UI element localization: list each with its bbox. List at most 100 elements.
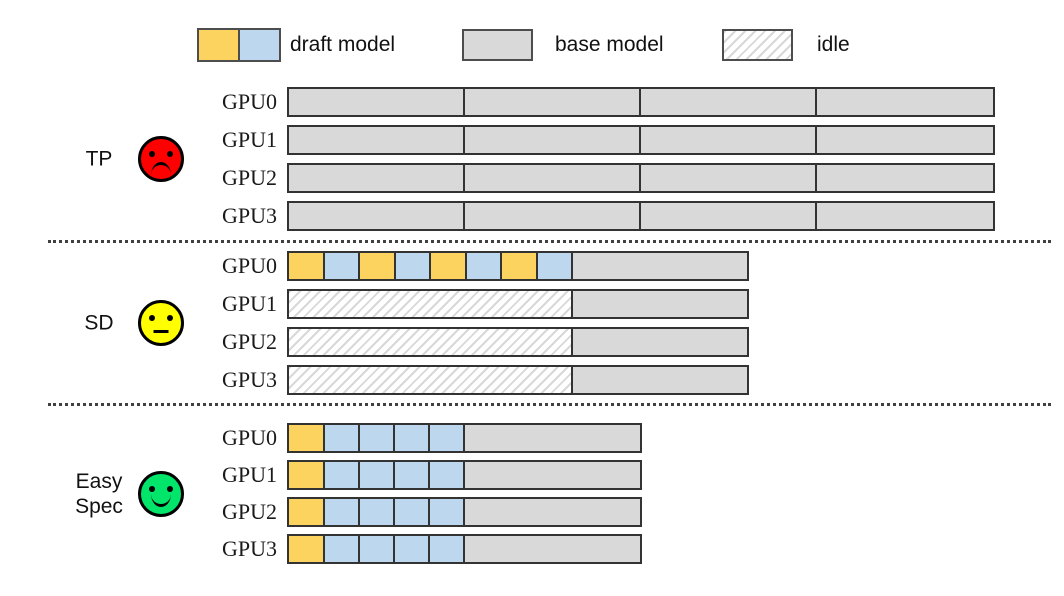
segment-blue — [325, 253, 360, 279]
timeline-bar — [287, 201, 995, 231]
segment-base — [289, 89, 465, 115]
gpu-label: GPU1 — [221, 462, 277, 487]
segment-base — [573, 329, 747, 355]
segment-yellow — [289, 462, 325, 488]
segment-base — [641, 165, 817, 191]
gpu-label: GPU2 — [221, 499, 277, 524]
segment-blue — [538, 253, 573, 279]
segment-base — [573, 291, 747, 317]
segment-base — [817, 203, 993, 229]
draft-blue-swatch-half — [240, 30, 279, 60]
segment-base — [465, 462, 640, 488]
gpu-label: GPU2 — [221, 165, 277, 190]
segment-idle — [289, 291, 573, 317]
eye-icon — [149, 151, 155, 157]
segment-base — [465, 425, 640, 451]
gpu-label: GPU0 — [221, 253, 277, 278]
segment-blue — [325, 425, 360, 451]
segment-blue — [430, 425, 465, 451]
segment-yellow — [360, 253, 396, 279]
legend-label-draft-model: draft model — [290, 33, 396, 56]
eye-icon — [167, 151, 173, 157]
draft-model-swatch — [197, 28, 281, 62]
section-label-tp: TP — [85, 147, 113, 171]
segment-blue — [360, 462, 395, 488]
legend-label-base-model: base model — [555, 33, 664, 56]
segment-base — [289, 127, 465, 153]
segment-base — [465, 165, 641, 191]
segment-blue — [430, 536, 465, 562]
segment-yellow — [289, 253, 325, 279]
happy-face-icon — [138, 470, 184, 517]
timeline-bar — [287, 251, 749, 281]
gpu-row-gpu1: GPU1 — [203, 289, 749, 319]
gpu-row-gpu0: GPU0 — [203, 87, 995, 117]
segment-base — [573, 367, 747, 393]
segment-idle — [289, 329, 573, 355]
gpu-label: GPU3 — [221, 203, 277, 228]
mouth-icon — [153, 330, 169, 333]
gpu-label: GPU3 — [221, 536, 277, 561]
gpu-label: GPU0 — [221, 425, 277, 450]
eye-icon — [167, 485, 173, 492]
segment-idle — [289, 367, 573, 393]
timeline-bar — [287, 163, 995, 193]
legend-label-idle: idle — [817, 33, 850, 56]
gpu-row-gpu0: GPU0 — [203, 423, 642, 453]
segment-blue — [360, 425, 395, 451]
eye-icon — [149, 485, 155, 492]
segment-blue — [395, 462, 430, 488]
segment-yellow — [289, 499, 325, 525]
segment-base — [817, 89, 993, 115]
gpu-label: GPU3 — [221, 367, 277, 392]
idle-swatch — [722, 29, 793, 61]
segment-yellow — [289, 536, 325, 562]
base-model-swatch — [462, 29, 533, 61]
gpu-row-gpu1: GPU1 — [203, 125, 995, 155]
eye-icon — [167, 315, 173, 321]
mouth-icon — [151, 162, 171, 175]
timeline-bar — [287, 327, 749, 357]
legend-item-draft-model: draft model — [197, 28, 395, 62]
segment-base — [465, 536, 640, 562]
segment-blue — [325, 462, 360, 488]
segment-base — [465, 127, 641, 153]
gpu-label: GPU1 — [221, 291, 277, 316]
neutral-face-icon — [138, 300, 184, 346]
gpu-row-gpu2: GPU2 — [203, 327, 749, 357]
mouth-icon — [151, 494, 171, 507]
timeline-bar — [287, 423, 642, 453]
gpu-row-gpu1: GPU1 — [203, 460, 642, 490]
timeline-bar — [287, 289, 749, 319]
gpu-row-gpu3: GPU3 — [203, 534, 642, 564]
segment-yellow — [289, 425, 325, 451]
gpu-row-gpu2: GPU2 — [203, 163, 995, 193]
gpu-row-gpu0: GPU0 — [203, 251, 749, 281]
segment-blue — [467, 253, 502, 279]
segment-blue — [360, 536, 395, 562]
segment-blue — [395, 536, 430, 562]
segment-base — [641, 127, 817, 153]
gpu-row-gpu3: GPU3 — [203, 201, 995, 231]
legend-item-idle: idle — [722, 28, 850, 62]
sad-face-icon — [138, 136, 184, 182]
section-label-sd: SD — [84, 311, 114, 335]
gpu-row-gpu3: GPU3 — [203, 365, 749, 395]
gpu-label: GPU0 — [221, 89, 277, 114]
timeline-bar — [287, 125, 995, 155]
segment-yellow — [502, 253, 538, 279]
segment-blue — [360, 499, 395, 525]
segment-blue — [325, 536, 360, 562]
timeline-bar — [287, 497, 642, 527]
segment-base — [817, 127, 993, 153]
legend-item-base-model: base model — [462, 28, 664, 62]
gpu-row-gpu2: GPU2 — [203, 497, 642, 527]
segment-blue — [325, 499, 360, 525]
dotted-separator — [48, 240, 1051, 243]
segment-base — [573, 253, 747, 279]
segment-base — [817, 165, 993, 191]
